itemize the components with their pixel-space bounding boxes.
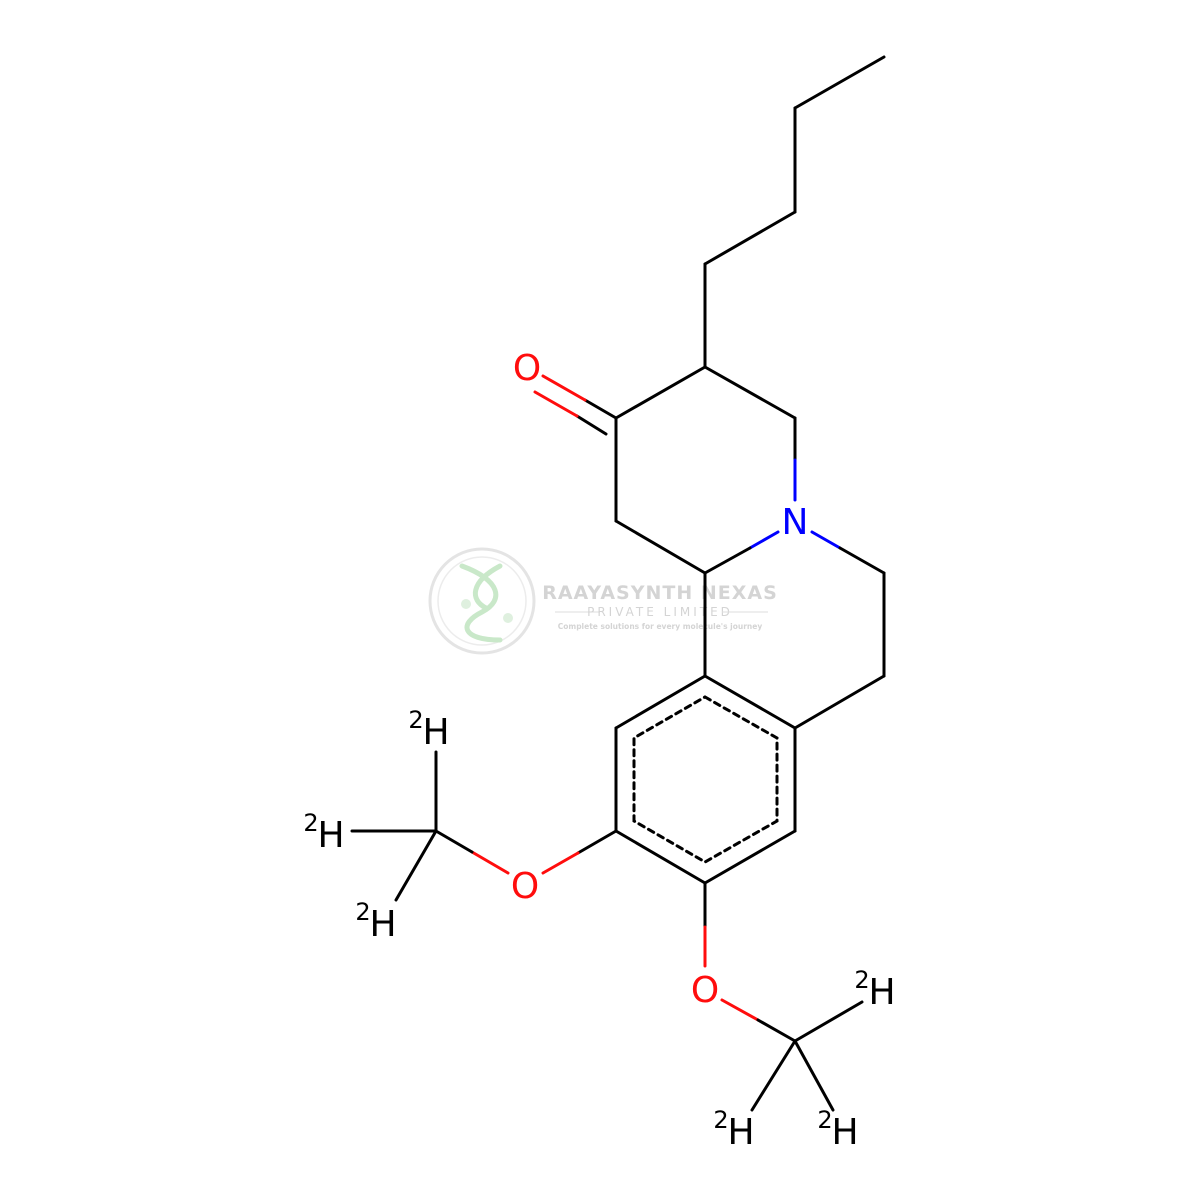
deuterium-5-isotope: 2 <box>713 1106 728 1134</box>
bond-cd3-d4 <box>793 1000 864 1043</box>
deuterium-6-isotope: 2 <box>817 1106 832 1134</box>
bond-cd3-d3 <box>394 829 438 902</box>
bond-n-c6-blue <box>810 530 842 550</box>
watermark-logo-circle <box>428 547 536 655</box>
bond-o-cd3-lower-red <box>720 998 760 1022</box>
tetrahydro-ring <box>703 530 886 730</box>
bond-c7-c7a <box>793 674 886 730</box>
deuterium-3-label: H <box>369 904 396 945</box>
deuterium-1-isotope: 2 <box>408 706 423 734</box>
bond-n-c11b-black <box>703 546 752 575</box>
watermark-logo-inner <box>437 556 527 646</box>
bond-ar-6 <box>614 674 707 730</box>
watermark-company: RAAYASYNTH NEXAS <box>542 582 778 604</box>
bond-butyl-3 <box>703 210 797 266</box>
bond-butyl-1 <box>793 55 886 110</box>
deuterium-5-label: H <box>727 1112 754 1153</box>
bond-co-outer-red <box>541 374 587 402</box>
bond-n-c11b-blue <box>748 530 780 550</box>
methoxy-upper <box>350 750 618 902</box>
bond-ar-1 <box>703 674 797 730</box>
bond-co-inner-red <box>533 390 579 418</box>
deuterium-4-isotope: 2 <box>854 966 869 994</box>
aromatic-circle-dashed <box>632 695 779 864</box>
bond-ar-o-upper-black <box>576 829 618 855</box>
butyl-chain <box>703 55 886 369</box>
watermark-subtitle: PRIVATE LIMITED <box>587 605 733 619</box>
bond-cd3-d5 <box>750 1039 797 1112</box>
bond-c3-c2 <box>614 365 707 420</box>
watermark: RAAYASYNTH NEXAS PRIVATE LIMITED Complet… <box>428 547 778 655</box>
methoxy-oxygen-lower-label: O <box>691 970 719 1011</box>
bond-co-inner-black <box>575 414 608 436</box>
deuterium-6-label: H <box>831 1112 858 1153</box>
methoxy-oxygen-upper-label: O <box>511 866 539 907</box>
bond-o-cd3-upper-red <box>470 850 510 875</box>
deuterium-4-label: H <box>868 972 895 1013</box>
bond-c3-c4 <box>703 365 797 420</box>
dna-helix-icon <box>459 563 513 643</box>
piperidinone-ring <box>614 365 797 575</box>
deuterium-3-isotope: 2 <box>355 898 370 926</box>
aromatic-ring <box>614 674 797 885</box>
bond-o-cd3-upper-black <box>434 829 474 854</box>
ketone-double-bond <box>533 374 618 436</box>
ring-nitrogen-label: N <box>782 502 809 543</box>
bond-cd3-d6 <box>793 1039 835 1112</box>
deuterium-1-label: H <box>422 712 449 753</box>
bond-c11b-c1 <box>614 519 707 575</box>
deuterium-2-isotope: 2 <box>303 809 318 837</box>
ketone-oxygen-label: O <box>513 348 541 389</box>
bond-o-cd3-lower-black <box>756 1018 797 1043</box>
bond-ar-3 <box>703 829 797 885</box>
atom-labels: O N O O 2 H 2 H 2 H 2 H 2 H 2 H <box>303 348 895 1153</box>
bond-co-outer-black <box>583 398 618 420</box>
bond-ar-o-upper-red <box>541 851 580 875</box>
bond-n-c6-black <box>838 546 886 575</box>
watermark-tagline: Complete solutions for every molecule's … <box>558 622 763 631</box>
deuterium-2-label: H <box>317 815 344 856</box>
methoxy-lower <box>703 881 864 1112</box>
bond-ar-4 <box>614 829 707 885</box>
